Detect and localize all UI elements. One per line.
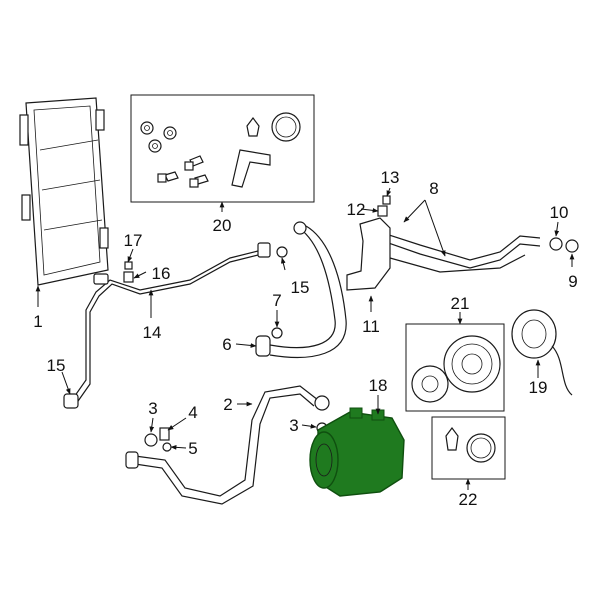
callout-15-upper: 15 [291,278,310,297]
callout-22: 22 [459,490,478,509]
suction-hose [125,385,330,505]
callout-15-lower: 15 [47,356,66,375]
callout-12: 12 [347,200,366,219]
callout-10: 10 [550,203,569,222]
callout-16: 16 [152,264,171,283]
condenser [19,97,109,286]
callout-1: 1 [33,312,42,331]
callout-6: 6 [222,335,231,354]
callout-11: 11 [362,317,380,336]
seal-kit-box [431,416,506,480]
discharge-hose [255,221,347,358]
callout-14: 14 [143,323,162,342]
callout-3-compressor: 3 [289,416,298,435]
leader-lines [35,187,575,490]
clutch-kit-box [405,323,505,412]
callout-3-hose: 3 [148,399,157,418]
compressor-pulley[interactable] [309,431,339,489]
callout-17: 17 [124,231,143,250]
callout-9: 9 [568,272,577,291]
ac-compressor[interactable] [309,407,405,497]
callout-8: 8 [429,179,438,198]
callout-labels: 1 2 3 3 4 5 6 7 8 9 10 11 12 13 14 15 15… [33,168,577,509]
callout-18: 18 [369,376,388,395]
callout-20: 20 [213,216,232,235]
hardware-kit-box [130,94,315,203]
callout-5: 5 [188,439,197,458]
callout-13: 13 [381,168,400,187]
callout-4: 4 [188,403,197,422]
callout-2: 2 [223,395,232,414]
suction-line-assembly [346,195,579,291]
callout-21: 21 [451,294,470,313]
callout-19: 19 [529,378,548,397]
fittings-16-17 [123,261,134,283]
clutch-coil [511,309,573,396]
liquid-line-assembly [63,242,271,409]
callout-7: 7 [272,291,281,310]
